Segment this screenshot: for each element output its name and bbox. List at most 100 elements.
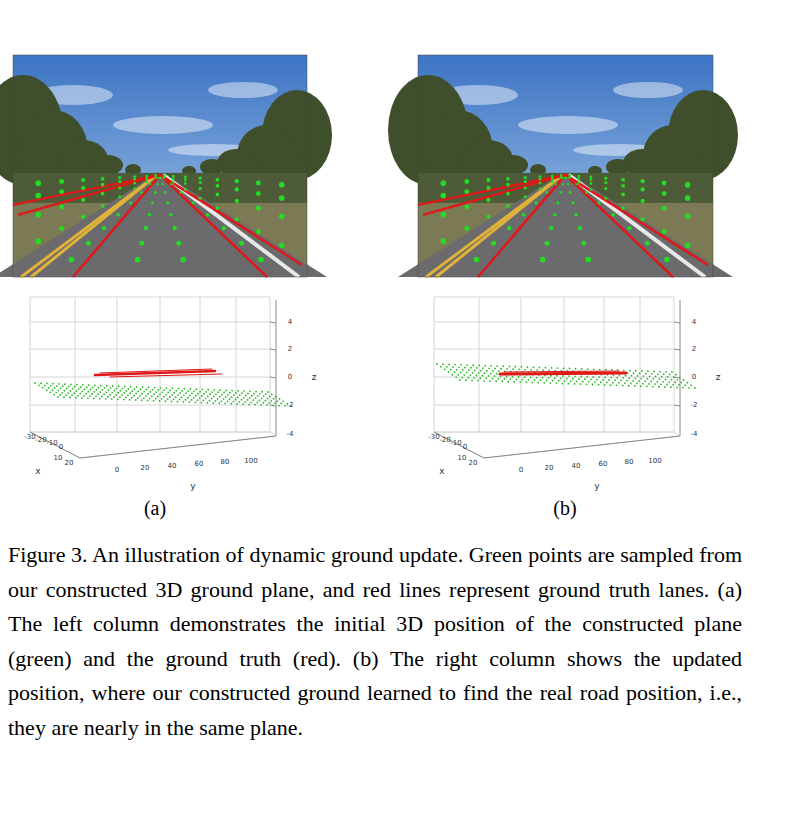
tick-label: -2 [287,401,294,409]
ground-point [464,205,469,210]
ground-point [590,188,593,191]
plane-point [135,399,137,401]
tick [674,377,680,378]
cloud [518,116,618,134]
plane-point [85,393,87,395]
plane-point [175,390,177,392]
ground-point [146,176,148,178]
plane-point [444,368,446,370]
plane-point [610,377,612,379]
plane-point [157,389,159,391]
plane-point [542,369,544,371]
ground-point [685,213,691,219]
plane-point [519,381,521,383]
plane-point [74,386,76,388]
plane-point [207,395,209,397]
plane-point [239,394,241,396]
plane-point [110,387,112,389]
plane-point [590,378,592,380]
plane-point [211,398,213,400]
ground-point [279,182,285,188]
ground-point [464,179,469,184]
plane-point [151,395,153,397]
plane-point [537,382,539,384]
plane-point [646,385,648,387]
plane-point [119,390,121,392]
plane-point [187,390,189,392]
plane-point [153,393,155,395]
plane-point [103,394,105,396]
plane-point [111,392,113,394]
plane-point [664,386,666,388]
plane-point [602,379,604,381]
plane-point [593,368,595,370]
plane-point [582,381,584,383]
plane-point [181,397,183,399]
plane-point [467,377,469,379]
plane-point [53,394,55,396]
plane-point [261,397,263,399]
plane-point [235,392,237,394]
ground-point [176,241,181,246]
plane-point [81,397,83,399]
plane-point [525,381,527,383]
plane-point [628,377,630,379]
ground-point [163,174,165,176]
plane-point [49,391,51,393]
plane-point [462,369,464,371]
grid-line [521,297,522,432]
plane-point [244,401,246,403]
plane-point [631,375,633,377]
ground-point [640,187,644,191]
ground-point [81,198,85,202]
plane-point [584,378,586,380]
ground-point [160,177,162,179]
plane-point [253,393,255,395]
plane-point [231,396,233,398]
plane-point [574,383,576,385]
ground-point [163,175,165,177]
plane-point [655,376,657,378]
road-photo [388,55,738,277]
ground-point [597,201,600,204]
grid-line [117,297,118,432]
plane-point [71,394,73,396]
plane-point [250,401,252,403]
plane-point [123,392,125,394]
ground-point [524,186,527,189]
plane-point [635,370,637,372]
plane-point [500,368,502,370]
ground-point [604,181,607,184]
tree [606,159,630,175]
cloud [613,82,683,98]
plane-point [628,385,630,387]
plane-point [147,393,149,395]
plane-point [654,383,656,385]
plane-point [131,397,133,399]
tick-label: 0 [288,373,292,381]
grid-line [479,297,480,432]
plane-point [459,379,461,381]
ground-point [279,195,285,201]
plane-point [472,364,474,366]
plane-point [566,378,568,380]
plane-point [536,377,538,379]
plane-point [183,388,185,390]
ground-point [604,197,607,200]
plane-point [545,367,547,369]
plane-point [454,371,456,373]
plane-point [185,399,187,401]
tick-label: 80 [625,458,634,466]
plane-point [245,395,247,397]
ground-point [144,226,148,230]
tick [674,349,680,350]
ground-point [256,206,261,211]
ground-point [555,183,557,185]
plane-point [653,370,655,372]
ground-point [86,241,91,246]
plane-point [207,389,209,391]
plane-point [261,391,263,393]
ground-point [172,181,174,183]
tick-label: 0 [59,443,63,451]
plane-point [660,383,662,385]
